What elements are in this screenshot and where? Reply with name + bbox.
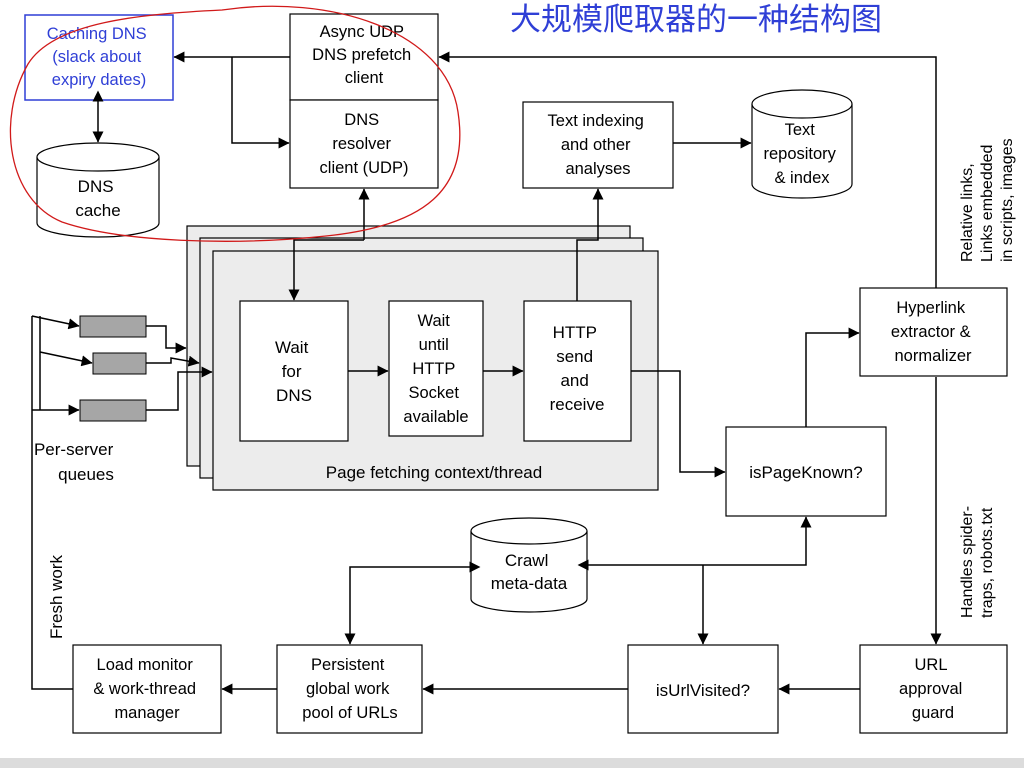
is-page-known-box: isPageKnown? (725, 426, 887, 517)
thread-caption: Page fetching context/thread (326, 463, 542, 482)
per-server-queues-label: Per-server queues (34, 440, 118, 484)
relative-links-label: Relative links, Links embedded in script… (959, 138, 1016, 262)
fresh-work-label: Fresh work (47, 554, 66, 639)
page-title: 大规模爬取器的一种结构图 (510, 2, 882, 38)
wait-socket-label: Wait until HTTP Socket available (403, 312, 468, 426)
async-udp-label: Async UDP DNS prefetch client (312, 23, 416, 87)
async-udp-box: Async UDP DNS prefetch client (289, 13, 439, 101)
spider-traps-label: Handles spider- traps, robots.txt (959, 501, 996, 618)
text-indexing-label: Text indexing and other analyses (548, 112, 649, 178)
is-url-visited-box: isUrlVisited? (627, 644, 779, 734)
is-page-known-label: isPageKnown? (749, 463, 862, 482)
url-approval-guard-box: URL approval guard (859, 644, 1008, 734)
red-annotation-loop (9, 5, 461, 242)
caching-dns-label: Caching DNS (slack about expiry dates) (47, 25, 152, 89)
dns-resolver-box: DNS resolver client (UDP) (289, 99, 439, 189)
persistent-pool-label: Persistent global work pool of URLs (302, 656, 397, 722)
text-repository-label: Text repository & index (763, 121, 840, 187)
hyperlink-extractor-label: Hyperlink extractor & normalizer (891, 299, 975, 365)
load-monitor-box: Load monitor & work-thread manager (72, 644, 222, 734)
crawl-metadata-cylinder: Crawl meta-data (470, 517, 588, 613)
wait-for-dns-label: Wait for DNS (275, 338, 313, 405)
crawl-metadata-label: Crawl meta-data (491, 551, 568, 593)
persistent-pool-box: Persistent global work pool of URLs (276, 644, 423, 734)
url-approval-guard-label: URL approval guard (899, 656, 967, 722)
text-repository-cylinder: Text repository & index (751, 89, 853, 199)
dns-cache-label: DNS cache (75, 177, 120, 220)
per-server-queues (79, 315, 147, 422)
bottom-strip (0, 758, 1024, 768)
http-send-label: HTTP send and receive (550, 323, 605, 414)
connectors (31, 51, 942, 695)
dns-resolver-label: DNS resolver client (UDP) (320, 111, 409, 177)
text-indexing-box: Text indexing and other analyses (522, 101, 674, 189)
is-url-visited-label: isUrlVisited? (656, 681, 750, 700)
wait-for-dns-box: Wait for DNS (239, 300, 349, 442)
http-send-box: HTTP send and receive (523, 300, 632, 442)
dns-cache-cylinder: DNS cache (36, 142, 160, 238)
caching-dns-box: Caching DNS (slack about expiry dates) (24, 14, 174, 101)
wait-socket-box: Wait until HTTP Socket available (388, 300, 484, 437)
hyperlink-extractor-box: Hyperlink extractor & normalizer (859, 287, 1008, 377)
load-monitor-label: Load monitor & work-thread manager (93, 656, 200, 722)
